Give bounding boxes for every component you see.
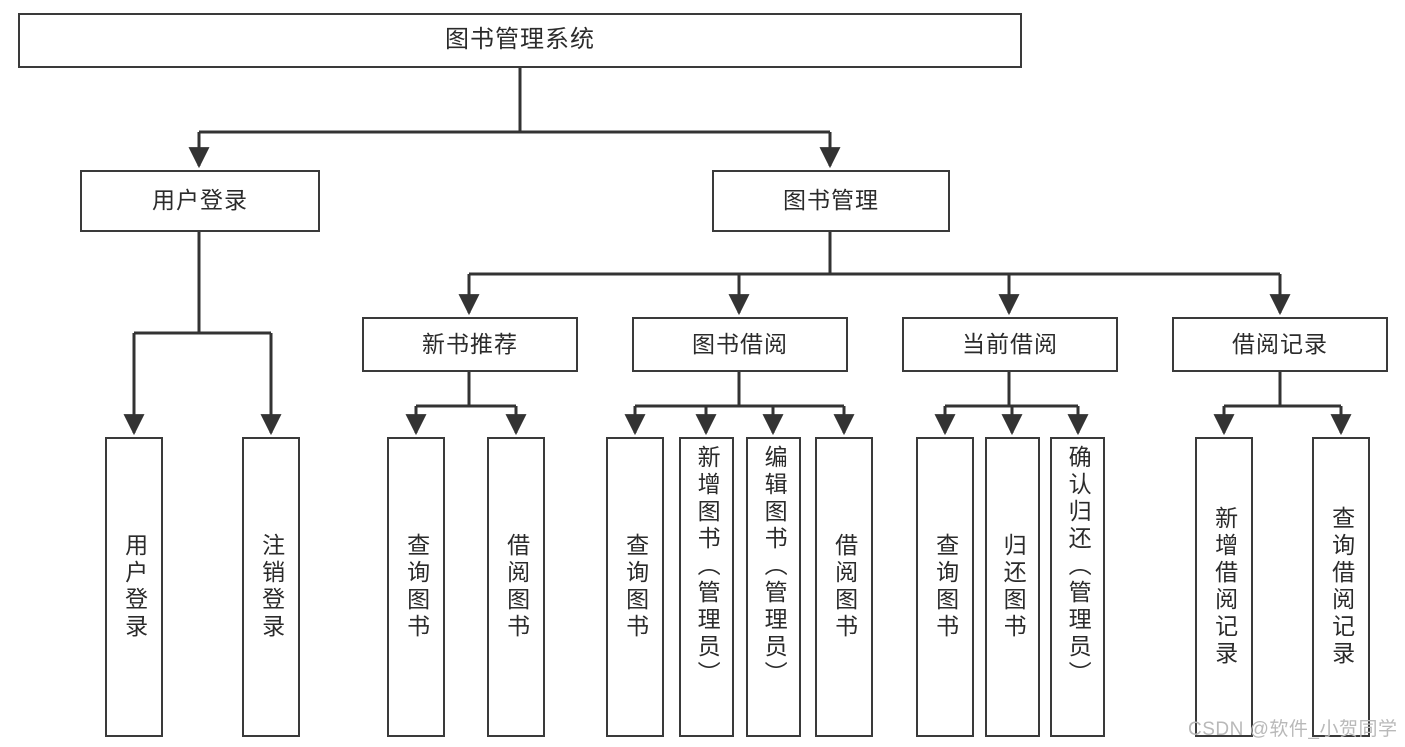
- node-current-borrow[interactable]: 当前借阅: [902, 317, 1118, 372]
- leaf-query-book-2[interactable]: 查询图书: [606, 437, 664, 737]
- node-new-book-rec[interactable]: 新书推荐: [362, 317, 578, 372]
- leaf-query-book-1[interactable]: 查询图书: [387, 437, 445, 737]
- csdn-watermark: CSDN @软件_小贺同学: [1188, 719, 1398, 740]
- leaf-add-book[interactable]: 新增图书（管理员）: [679, 437, 734, 737]
- node-borrow-record[interactable]: 借阅记录: [1172, 317, 1388, 372]
- node-book-borrow[interactable]: 图书借阅: [632, 317, 848, 372]
- leaf-edit-book[interactable]: 编辑图书（管理员）: [746, 437, 801, 737]
- leaf-user-login[interactable]: 用户登录: [105, 437, 163, 737]
- node-root[interactable]: 图书管理系统: [18, 13, 1022, 68]
- node-book-manage[interactable]: 图书管理: [712, 170, 950, 232]
- leaf-query-book-3[interactable]: 查询图书: [916, 437, 974, 737]
- leaf-query-record[interactable]: 查询借阅记录: [1312, 437, 1370, 737]
- leaf-borrow-book-2[interactable]: 借阅图书: [815, 437, 873, 737]
- leaf-return-book[interactable]: 归还图书: [985, 437, 1040, 737]
- leaf-add-record[interactable]: 新增借阅记录: [1195, 437, 1253, 737]
- node-user-login[interactable]: 用户登录: [80, 170, 320, 232]
- leaf-logout[interactable]: 注销登录: [242, 437, 300, 737]
- leaf-confirm-return[interactable]: 确认归还（管理员）: [1050, 437, 1105, 737]
- leaf-borrow-book-1[interactable]: 借阅图书: [487, 437, 545, 737]
